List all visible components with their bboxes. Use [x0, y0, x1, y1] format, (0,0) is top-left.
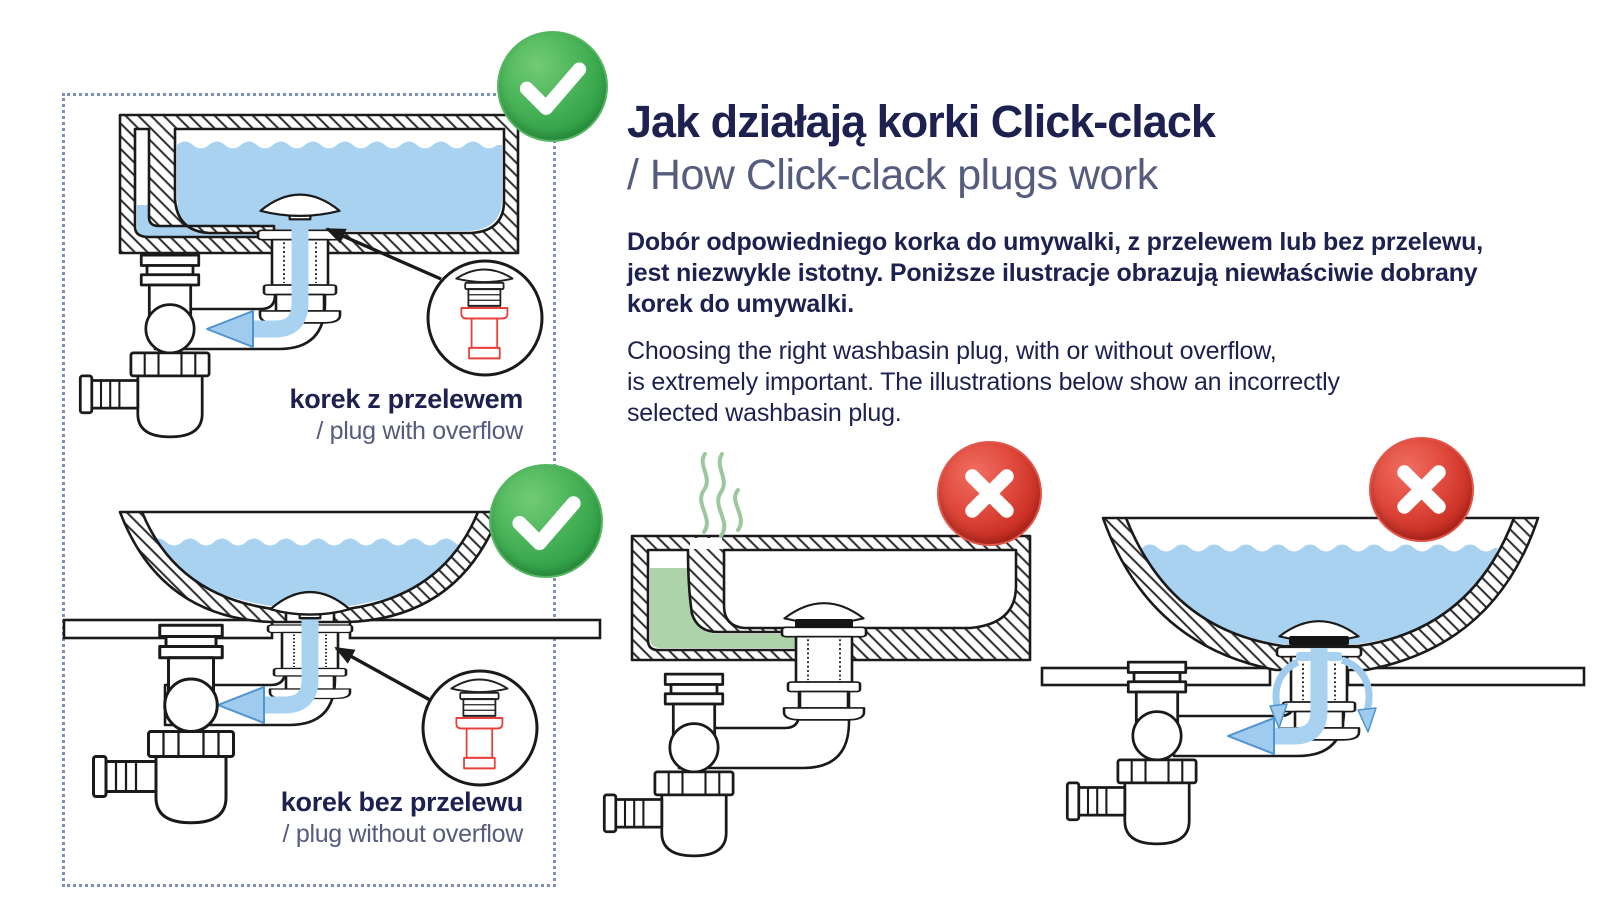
caption-pl: korek z przelewem	[289, 384, 523, 414]
intro-paragraph-pl: Dobór odpowiedniego korka do umywalki, z…	[627, 227, 1483, 320]
caption-en: / plug without overflow	[282, 820, 524, 848]
figure-plug-without-overflow-drawing	[62, 510, 602, 825]
page-title-en: / How Click-clack plugs work	[627, 151, 1158, 199]
figure-plug-with-overflow-drawing	[78, 113, 544, 439]
intro-pl-line: korek do umywalki.	[627, 290, 855, 318]
check-icon	[497, 31, 608, 142]
figure-wrong-plug-smell-drawing	[602, 452, 1032, 858]
intro-en-line: is extremely important. The illustration…	[627, 368, 1340, 396]
caption-plug-without-overflow: korek bez przelewu / plug without overfl…	[218, 786, 524, 850]
intro-en-line: Choosing the right washbasin plug, with …	[627, 337, 1277, 365]
x-icon	[937, 441, 1042, 546]
caption-pl: korek bez przelewu	[280, 787, 524, 817]
page-title-pl: Jak działają korki Click-clack	[627, 96, 1216, 147]
x-icon	[1369, 437, 1474, 542]
check-icon	[489, 464, 603, 578]
caption-en: / plug with overflow	[316, 417, 523, 445]
caption-plug-with-overflow: korek z przelewem / plug with overflow	[218, 383, 523, 447]
intro-pl-line: Dobór odpowiedniego korka do umywalki, z…	[627, 228, 1483, 256]
intro-en-line: selected washbasin plug.	[627, 399, 902, 427]
intro-pl-line: jest niezwykle istotny. Poniższe ilustra…	[627, 259, 1478, 287]
figure-wrong-plug-leak-drawing	[1040, 516, 1586, 846]
intro-paragraph-en: Choosing the right washbasin plug, with …	[627, 336, 1340, 429]
